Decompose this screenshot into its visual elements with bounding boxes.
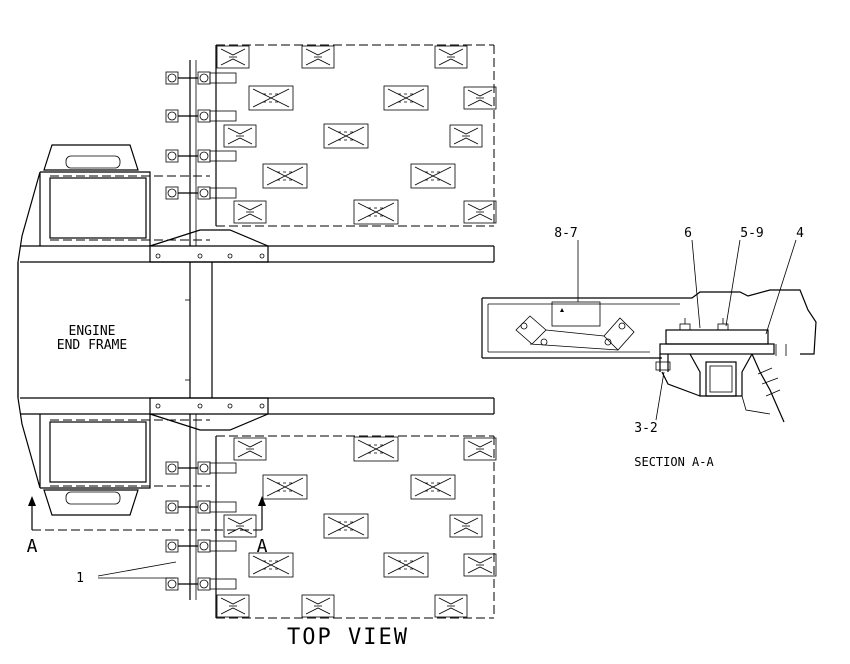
callout-1: 1 bbox=[76, 571, 84, 586]
top-view: ENGINE END FRAME A A 1 TOP VIEW bbox=[17, 44, 497, 650]
section-view: 8-7 6 5-9 4 3-2 SECTION A-A bbox=[481, 226, 817, 469]
view-title: TOP VIEW bbox=[287, 625, 409, 650]
section-title: SECTION A-A bbox=[634, 455, 714, 469]
section-marker-right: A bbox=[257, 536, 268, 557]
callout-3-2: 3-2 bbox=[634, 421, 657, 436]
callout-6: 6 bbox=[684, 226, 692, 241]
frame-label-line2: END FRAME bbox=[57, 338, 127, 353]
callout-5-9: 5-9 bbox=[740, 226, 763, 241]
callout-8-7: 8-7 bbox=[554, 226, 577, 241]
frame-label-line1: ENGINE bbox=[69, 324, 116, 339]
callout-4: 4 bbox=[796, 226, 804, 241]
section-marker-left: A bbox=[27, 536, 38, 557]
